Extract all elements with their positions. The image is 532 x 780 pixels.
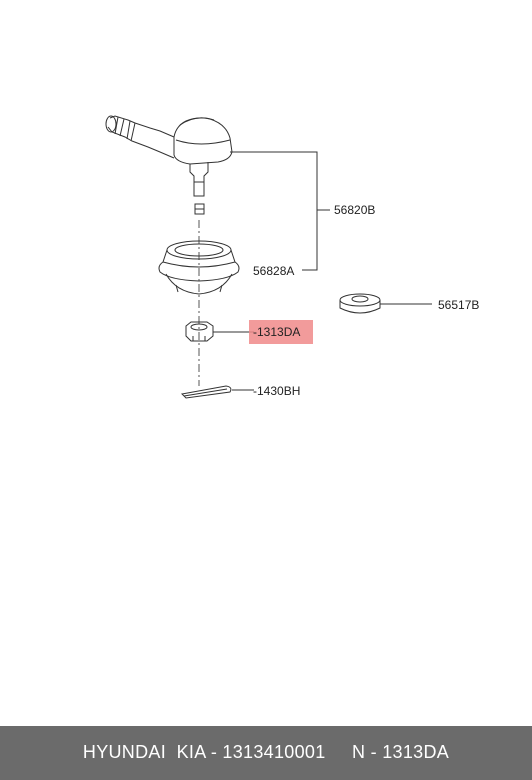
parts-diagram [105, 115, 432, 399]
castle-nut-1313DA [185, 321, 214, 342]
label-1430BH: -1430BH [253, 384, 301, 398]
leader-line-56820B [230, 151, 318, 271]
seal-56517B [339, 293, 381, 314]
highlight-marker [249, 320, 313, 344]
label-56820B: 56820B [334, 203, 376, 217]
tie-rod-end-56820B [105, 115, 233, 215]
label-56828A: 56828A [253, 264, 295, 278]
part-number-caption: HYUNDAI KIA - 1313410001 N - 1313DA [82, 742, 450, 762]
cotter-pin-1430BH [180, 385, 232, 399]
footer-bar: HYUNDAI KIA - 1313410001 N - 1313DA [0, 726, 532, 780]
label-56517B: 56517B [438, 298, 480, 312]
label-1313DA: -1313DA [253, 325, 301, 339]
dust-boot-56828A [158, 240, 240, 295]
